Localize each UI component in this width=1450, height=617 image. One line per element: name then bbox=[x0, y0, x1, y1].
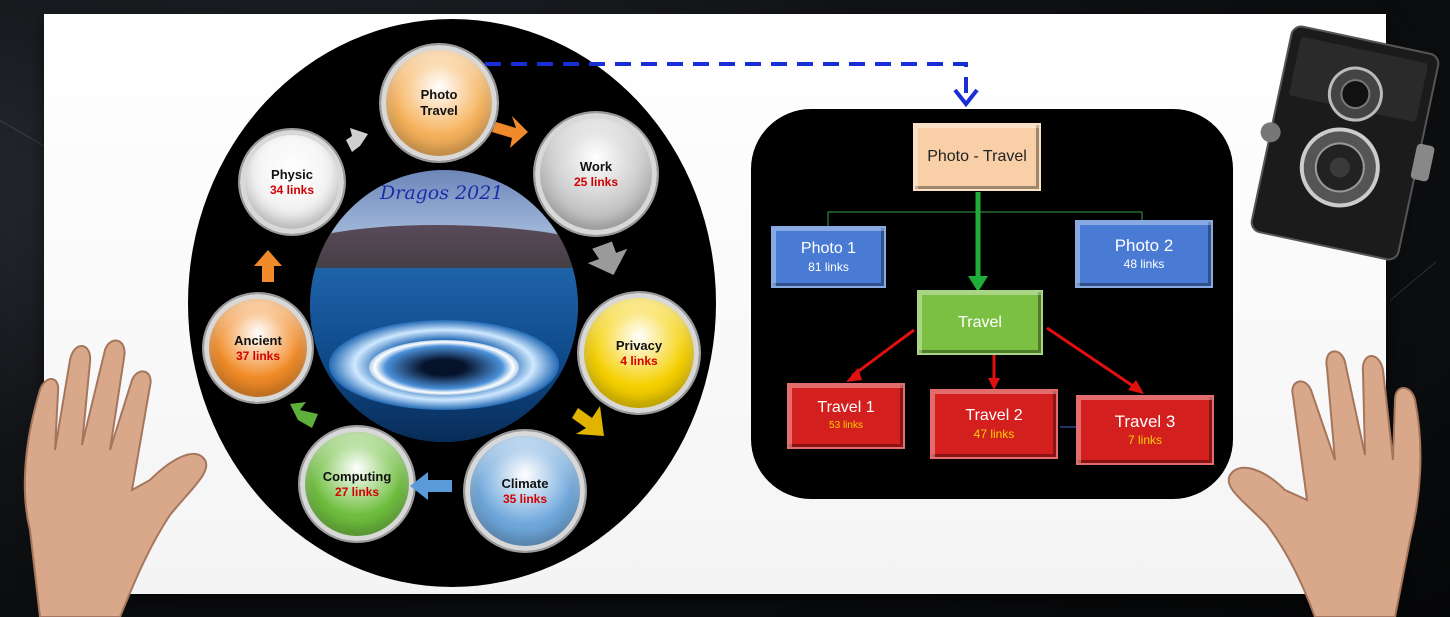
tree-travel2-title: Travel 2 bbox=[965, 407, 1023, 424]
tree-travel3: Travel 3 7 links bbox=[1076, 395, 1214, 465]
tree-photo1-links: 81 links bbox=[808, 260, 849, 274]
node-title: Physic bbox=[271, 166, 313, 182]
camera-icon bbox=[1250, 25, 1440, 261]
center-photo: Dragos 2021 bbox=[310, 170, 578, 442]
node-photo-travel: Photo Travel bbox=[381, 45, 497, 161]
node-links: 25 links bbox=[573, 174, 619, 189]
node-links: 37 links bbox=[235, 348, 281, 363]
tree-photo2-title: Photo 2 bbox=[1114, 236, 1174, 255]
tree-travel3-links: 7 links bbox=[1127, 433, 1162, 447]
cycle-arrow-7 bbox=[346, 128, 368, 152]
cycle-arrow-2 bbox=[587, 241, 628, 276]
tree-travel1: Travel 1 53 links bbox=[787, 383, 905, 449]
node-climate: Climate 35 links bbox=[465, 431, 585, 551]
node-title: Privacy bbox=[615, 337, 663, 353]
node-title: Computing bbox=[322, 468, 392, 484]
tree-travel-title: Travel bbox=[958, 313, 1002, 331]
node-computing: Computing 27 links bbox=[300, 427, 414, 541]
right-hand bbox=[1227, 350, 1422, 617]
cycle-arrow-3 bbox=[572, 406, 604, 436]
tree-root: Photo - Travel bbox=[913, 123, 1041, 191]
node-title: Ancient bbox=[234, 332, 282, 348]
tree-photo1-title: Photo 1 bbox=[800, 240, 857, 257]
tree-photo1: Photo 1 81 links bbox=[771, 226, 886, 288]
node-links: 27 links bbox=[334, 484, 380, 499]
node-title: Photo Travel bbox=[420, 87, 458, 118]
cycle-arrow-4 bbox=[410, 472, 452, 500]
node-links: 35 links bbox=[502, 491, 548, 506]
tree-travel1-title: Travel 1 bbox=[817, 399, 875, 416]
node-title: Climate bbox=[501, 475, 549, 491]
node-privacy: Privacy 4 links bbox=[579, 293, 699, 413]
cycle-arrow-5 bbox=[290, 402, 318, 428]
tree-photo2-links: 48 links bbox=[1123, 257, 1165, 271]
node-ancient: Ancient 37 links bbox=[204, 294, 312, 402]
node-title: Work bbox=[579, 158, 613, 174]
node-links: 4 links bbox=[620, 353, 658, 368]
cycle-arrow-1 bbox=[492, 116, 528, 148]
node-links: 34 links bbox=[269, 182, 315, 197]
tree-root-title: Photo - Travel bbox=[927, 148, 1027, 165]
tree-travel3-title: Travel 3 bbox=[1114, 412, 1176, 431]
tree-travel2: Travel 2 47 links bbox=[930, 389, 1058, 459]
tree-travel2-links: 47 links bbox=[973, 427, 1015, 441]
node-physic: Physic 34 links bbox=[240, 130, 344, 234]
tree-travel1-links: 53 links bbox=[829, 420, 863, 431]
tree-travel: Travel bbox=[917, 290, 1043, 355]
cycle-arrow-6 bbox=[254, 250, 282, 282]
left-hand bbox=[23, 339, 208, 617]
node-work: Work 25 links bbox=[535, 113, 657, 235]
watermark-text: Dragos 2021 bbox=[380, 182, 504, 204]
tree-photo2: Photo 2 48 links bbox=[1075, 220, 1213, 288]
whirlpool-inner bbox=[369, 340, 519, 395]
